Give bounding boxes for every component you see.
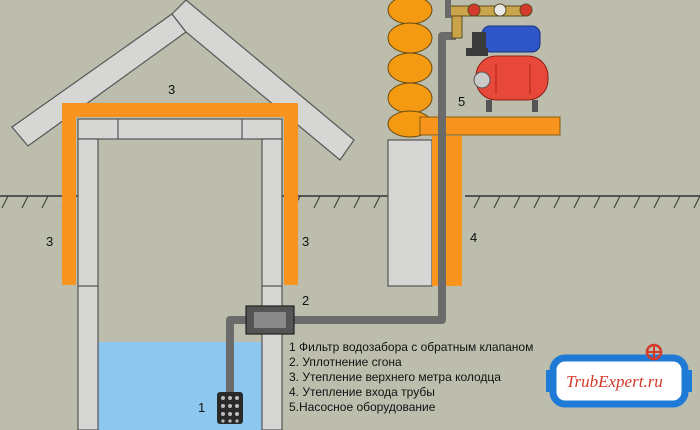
roof bbox=[11, 0, 355, 161]
legend-item: 1 Фильтр водозабора с обратным клапаном bbox=[289, 340, 533, 354]
pipe-entry-insulation bbox=[432, 136, 462, 286]
marker-5: 5 bbox=[458, 94, 465, 109]
legend: 1 Фильтр водозабора с обратным клапаном … bbox=[289, 340, 533, 414]
logo-text: TrubExpert.ru bbox=[566, 372, 663, 391]
marker-2: 2 bbox=[302, 293, 309, 308]
marker-3-left: 3 bbox=[46, 234, 53, 249]
marker-3-roof: 3 bbox=[168, 82, 175, 97]
well-shaft bbox=[77, 118, 283, 430]
marker-3-right: 3 bbox=[302, 234, 309, 249]
legend-item: 4. Утепление входа трубы bbox=[289, 385, 435, 399]
legend-item: 2. Уплотнение сгона bbox=[289, 355, 402, 369]
house-wall bbox=[387, 0, 561, 287]
legend-item: 3. Утепление верхнего метра колодца bbox=[289, 370, 501, 384]
pipe-seal bbox=[245, 305, 295, 335]
marker-1: 1 bbox=[198, 400, 205, 415]
trubexpert-logo: TrubExpert.ru bbox=[546, 343, 692, 408]
intake-filter bbox=[217, 392, 243, 424]
marker-4: 4 bbox=[470, 230, 477, 245]
well-top-insulation bbox=[62, 103, 298, 285]
pump-station bbox=[445, 0, 549, 112]
legend-item: 5.Насосное оборудование bbox=[289, 400, 436, 414]
